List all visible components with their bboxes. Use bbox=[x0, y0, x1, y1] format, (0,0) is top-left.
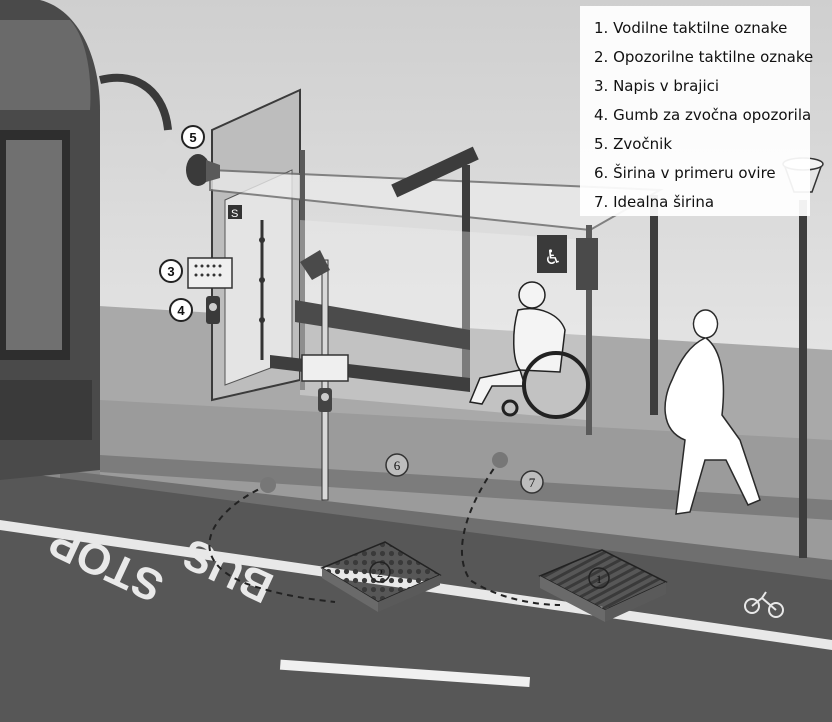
bicycle-icon bbox=[744, 591, 784, 618]
leader-line-2 bbox=[208, 484, 336, 603]
svg-text:1: 1 bbox=[596, 572, 602, 586]
road-dash bbox=[279, 659, 531, 688]
callout-1: 1 bbox=[588, 567, 610, 589]
callout-2: 2 bbox=[369, 561, 391, 583]
svg-text:5: 5 bbox=[189, 130, 196, 145]
callout-4: 4 bbox=[169, 298, 193, 322]
callout-3: 3 bbox=[159, 259, 183, 283]
svg-text:3: 3 bbox=[167, 264, 174, 279]
wheelchair-user bbox=[468, 281, 590, 419]
leader-line-1 bbox=[461, 459, 561, 606]
legend-item-2: 2. Opozorilne taktilne oznake bbox=[594, 48, 814, 66]
legend-box: 1. Vodilne taktilne oznake 2. Opozorilne… bbox=[580, 6, 814, 217]
warning-tile bbox=[320, 541, 442, 612]
braille-dots bbox=[194, 264, 222, 277]
info-pole bbox=[300, 250, 349, 501]
legend-item-6: 6. Širina v primeru ovire bbox=[594, 164, 776, 182]
legend-item-5: 5. Zvočnik bbox=[594, 135, 673, 153]
svg-text:4: 4 bbox=[177, 303, 185, 318]
wheelchair-sign: ♿ bbox=[537, 235, 598, 290]
callout-7: 7 bbox=[520, 470, 544, 494]
bus bbox=[0, 0, 184, 480]
svg-text:6: 6 bbox=[394, 458, 401, 473]
speaker-icon bbox=[186, 154, 220, 186]
road bbox=[0, 470, 832, 722]
legend-list: 1. Vodilne taktilne oznake 2. Opozorilne… bbox=[580, 6, 814, 217]
guidance-strip bbox=[100, 455, 832, 520]
guidance-tile bbox=[538, 549, 668, 622]
walking-pedestrian bbox=[664, 309, 761, 515]
svg-text:7: 7 bbox=[529, 475, 536, 490]
stop-sign-letter: S bbox=[231, 208, 238, 220]
timetable-panel: S bbox=[211, 88, 301, 402]
callout-5: 5 bbox=[181, 125, 205, 149]
legend-item-1: 1. Vodilne taktilne oznake bbox=[594, 19, 788, 37]
legend-item-3: 3. Napis v brajici bbox=[594, 77, 720, 95]
svg-text:♿: ♿ bbox=[544, 245, 562, 269]
braille-sign bbox=[187, 257, 233, 289]
callout-6: 6 bbox=[385, 453, 409, 477]
legend-item-4: 4. Gumb za zvočna opozorila bbox=[594, 106, 812, 124]
legend-item-7: 7. Idealna širina bbox=[594, 193, 715, 211]
svg-text:2: 2 bbox=[377, 566, 383, 580]
